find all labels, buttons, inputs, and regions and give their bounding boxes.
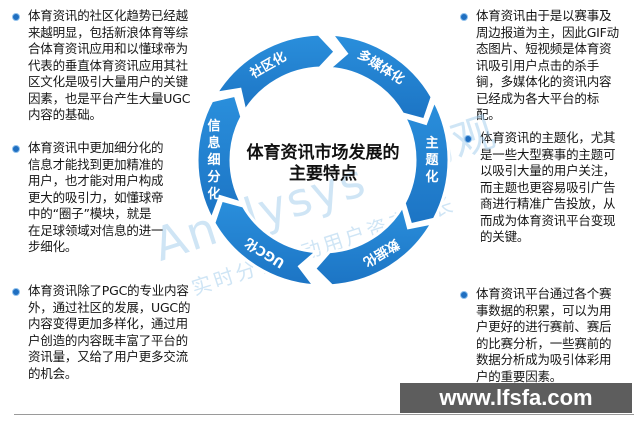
footer-divider <box>14 414 634 415</box>
bullet-icon <box>12 288 20 296</box>
site-badge: www.lfsfa.com <box>400 383 632 413</box>
center-title-text: 体育资讯市场发展的 主要特点 <box>246 143 400 184</box>
segmentation-description: 体育资讯中更加细分化的 信息才能找到更加精准的 用户，也才能对用户构成 更大的吸… <box>28 140 164 254</box>
text-block-theme: 体育资讯的主题化，尤其 是一些大型赛事的主题可 以吸引大量的用户关注， 而主题也… <box>464 130 640 246</box>
text-block-data: 体育资讯平台通过各个赛 事数据的积累，可以为用 户更好的进行赛前、赛后 的比赛分… <box>460 286 636 385</box>
center-title: 体育资讯市场发展的 主要特点 <box>228 143 418 185</box>
ring-segments <box>195 32 451 288</box>
bullet-icon <box>460 291 468 299</box>
text-block-segmentation: 体育资讯中更加细分化的 信息才能找到更加精准的 用户，也才能对用户构成 更大的吸… <box>12 140 188 256</box>
bullet-icon <box>12 145 20 153</box>
ring-label-right: 主题化 <box>425 135 439 185</box>
data-description: 体育资讯平台通过各个赛 事数据的积累，可以为用 户更好的进行赛前、赛后 的比赛分… <box>476 286 612 384</box>
ring-segment-bottom-left <box>212 198 321 288</box>
community-description: 体育资讯的社区化趋势已经越 来越明显，包括新浪体育等综 合体育资讯应用和以懂球帝… <box>28 8 191 122</box>
text-block-community: 体育资讯的社区化趋势已经越 来越明显，包括新浪体育等综 合体育资讯应用和以懂球帝… <box>12 8 208 124</box>
ring-segment-right <box>401 97 451 227</box>
ring-segment-top-right <box>325 32 434 122</box>
bullet-icon <box>464 135 472 143</box>
theme-description: 体育资讯的主题化，尤其 是一些大型赛事的主题可 以吸引大量的用户关注， 而主题也… <box>480 130 616 244</box>
ring-label-left: 信息细分化 <box>207 118 220 202</box>
text-block-multimedia: 体育资讯由于是以赛事及 周边报道为主，因此GIF动 态图片、短视频是体育资 讯吸… <box>460 8 636 124</box>
bullet-icon <box>12 13 20 21</box>
text-block-ugc: 体育资讯除了PGC的专业内容 外，通过社区的发展，UGC的 内容变得更加多样化，… <box>12 283 228 382</box>
ugc-description: 体育资讯除了PGC的专业内容 外，通过社区的发展，UGC的 内容变得更加多样化，… <box>28 283 191 381</box>
ring-segment-top-left <box>213 32 338 116</box>
bullet-icon <box>460 13 468 21</box>
ring-segment-bottom-right <box>312 202 436 288</box>
ring-segment-left <box>195 93 245 223</box>
multimedia-description: 体育资讯由于是以赛事及 周边报道为主，因此GIF动 态图片、短视频是体育资 讯吸… <box>476 8 619 122</box>
